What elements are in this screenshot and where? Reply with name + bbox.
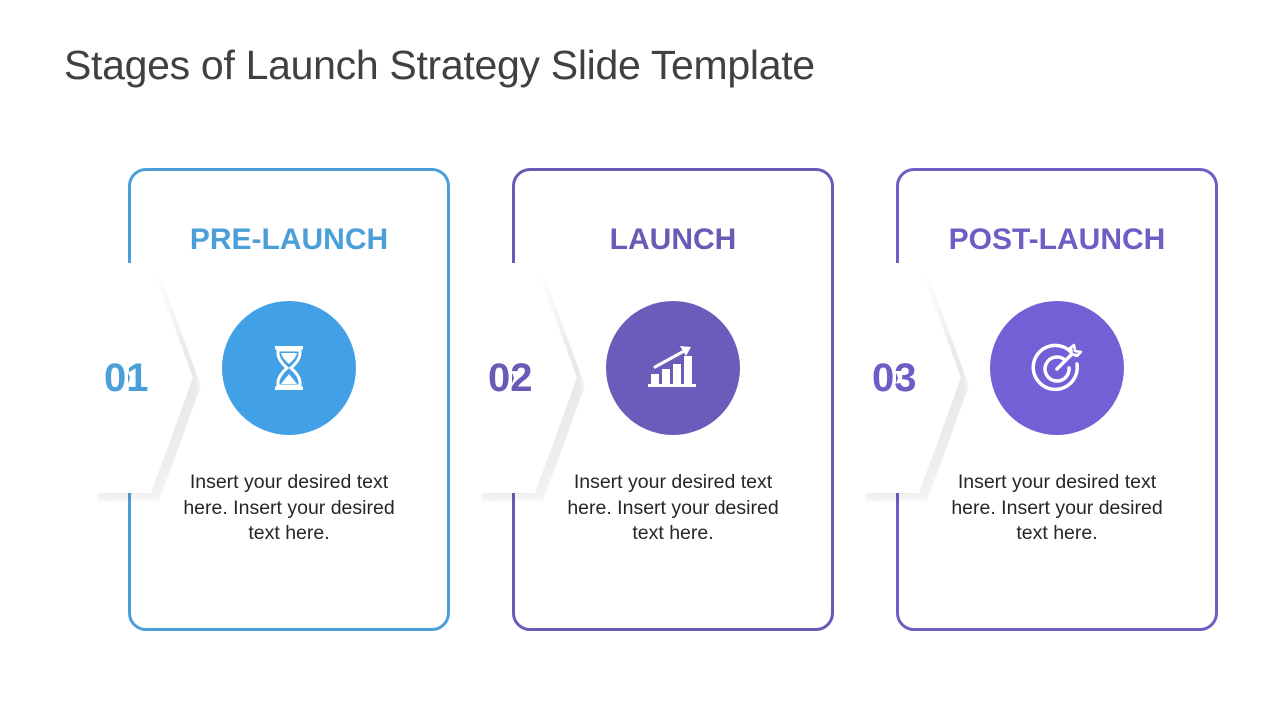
stage-heading: LAUNCH bbox=[609, 223, 737, 256]
stage-number: 03 bbox=[872, 356, 917, 400]
slide-title: Stages of Launch Strategy Slide Template bbox=[64, 42, 815, 88]
stage-pre-launch: 01 PRE-LAUNCH Insert your desired text h… bbox=[88, 168, 450, 631]
hourglass-icon bbox=[275, 346, 303, 390]
stage-post-launch: 03 POST-LAUNCH Insert your desired text … bbox=[856, 168, 1218, 631]
target-icon bbox=[1031, 343, 1083, 392]
stage-description: Insert your desired text here. Insert yo… bbox=[183, 471, 395, 544]
stage-heading: PRE-LAUNCH bbox=[189, 223, 389, 256]
stage-description: Insert your desired text here. Insert yo… bbox=[567, 471, 779, 544]
stage-number: 01 bbox=[104, 356, 149, 400]
stage-description: Insert your desired text here. Insert yo… bbox=[951, 471, 1163, 544]
icon-circle bbox=[990, 301, 1124, 435]
stage-heading: POST-LAUNCH bbox=[948, 223, 1166, 256]
stage-launch: 02 LAUNCH Insert your desired text here.… bbox=[472, 168, 834, 631]
icon-circle bbox=[606, 301, 740, 435]
growth-chart-icon bbox=[648, 346, 696, 387]
stage-number: 02 bbox=[488, 356, 533, 400]
icon-circle bbox=[222, 301, 356, 435]
